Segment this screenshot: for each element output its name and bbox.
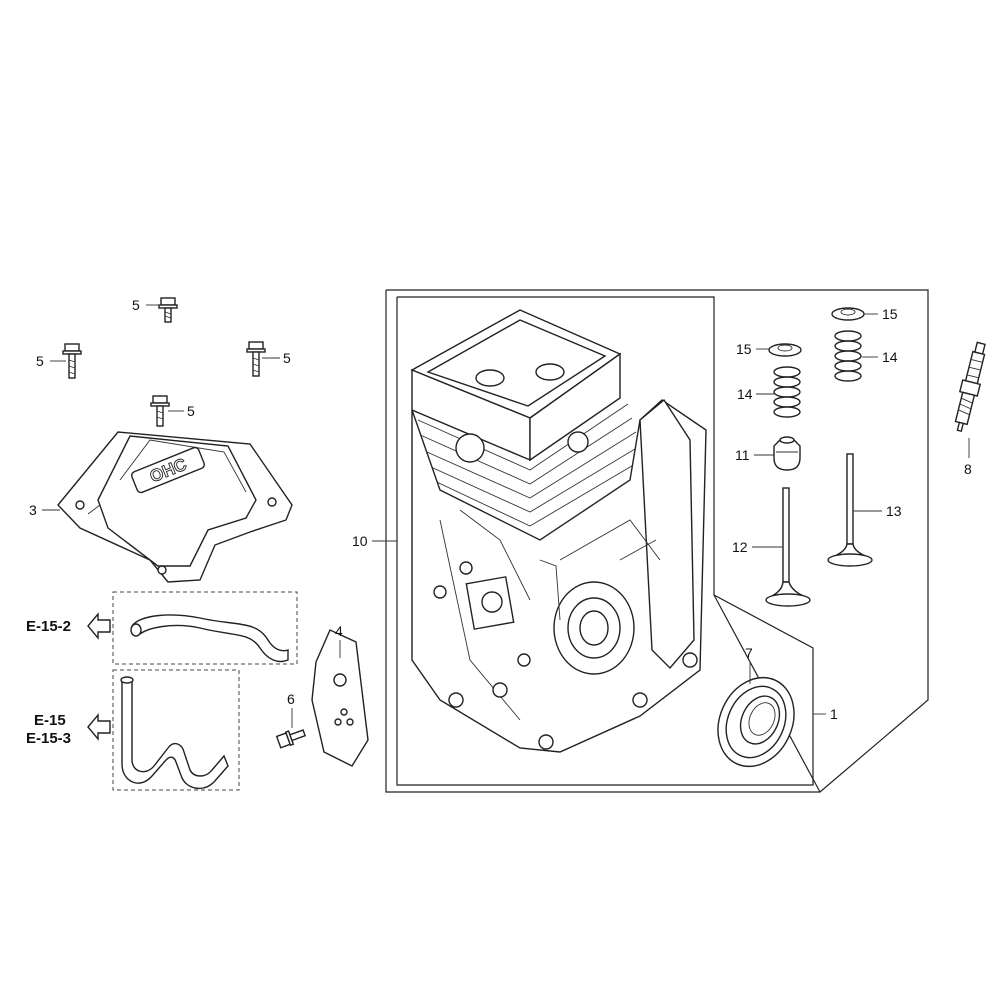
- head-cover-3: OHC: [57, 431, 293, 583]
- callout-1: 1: [830, 706, 838, 722]
- callout-11: 11: [735, 447, 750, 463]
- ref-e-15[interactable]: E-15: [34, 712, 66, 729]
- valve-spring-14-left: [773, 366, 801, 418]
- callout-7: 7: [745, 645, 753, 661]
- bolt-5-left: [62, 343, 82, 379]
- oil-seal-7: [717, 676, 795, 768]
- bolt-6: [275, 729, 307, 749]
- callout-3: 3: [29, 502, 37, 518]
- leader-lines: [42, 304, 970, 728]
- spark-plug-8: [954, 341, 986, 433]
- arrow-left-outline-icon: [87, 612, 111, 640]
- crankcase-1: [410, 309, 707, 753]
- bolt-5-right: [246, 341, 266, 377]
- valve-12: [765, 487, 811, 607]
- callout-12: 12: [732, 539, 748, 555]
- plate-4: [311, 629, 369, 767]
- callout-8: 8: [964, 461, 972, 477]
- callout-5-top: 5: [132, 297, 140, 313]
- valve-spring-14-right: [834, 330, 862, 382]
- callout-15-right: 15: [882, 306, 898, 322]
- arrow-left-outline-icon: [87, 713, 111, 741]
- ref-e-15-2[interactable]: E-15-2: [26, 618, 71, 635]
- callout-5-cover: 5: [187, 403, 195, 419]
- callout-14-right: 14: [882, 349, 898, 365]
- ref-e-15-3[interactable]: E-15-3: [26, 730, 71, 747]
- tube-box-lower: [112, 669, 240, 791]
- callout-6: 6: [287, 691, 295, 707]
- callout-4: 4: [335, 623, 343, 639]
- callout-5-right: 5: [283, 350, 291, 366]
- callout-14-left: 14: [737, 386, 753, 402]
- bolt-5-top: [158, 297, 178, 323]
- tube-box-upper: [112, 591, 298, 665]
- callout-5-left: 5: [36, 353, 44, 369]
- valve-stem-seal-11: [773, 436, 801, 471]
- callout-13: 13: [886, 503, 902, 519]
- retainer-15-left: [768, 343, 802, 357]
- valve-13: [827, 453, 873, 567]
- retainer-15-right: [831, 307, 865, 321]
- callout-15-left: 15: [736, 341, 752, 357]
- bolt-5-cover: [150, 395, 170, 427]
- callout-10: 10: [352, 533, 368, 549]
